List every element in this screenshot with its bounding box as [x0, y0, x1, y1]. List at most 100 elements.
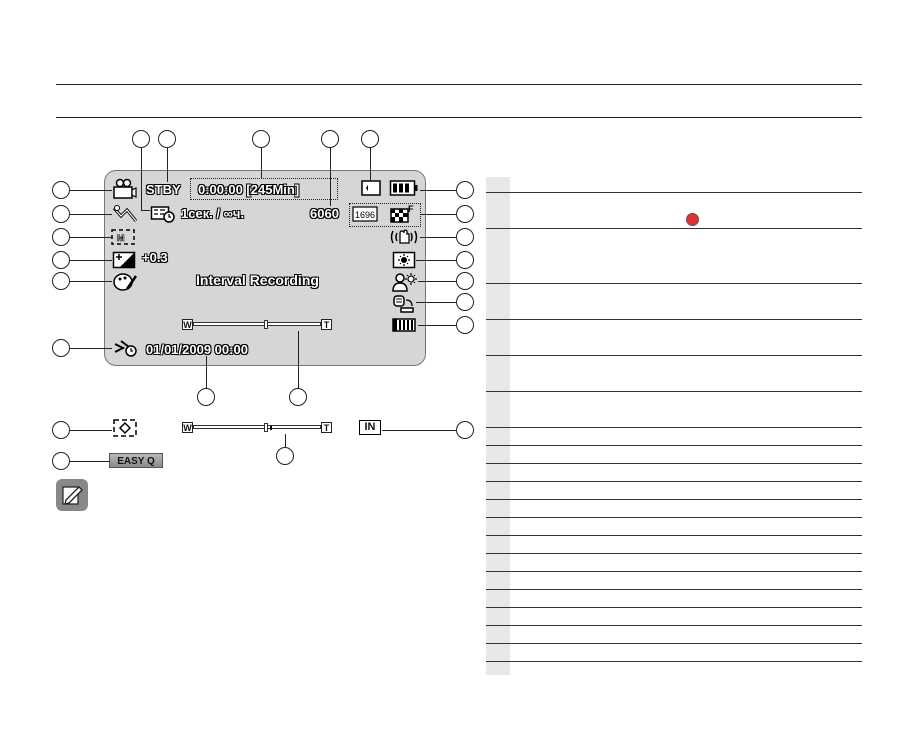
- leader-right-2: [420, 214, 456, 215]
- leader-bottom-2: [298, 331, 299, 388]
- callout-right-6: [456, 293, 474, 311]
- wind-cut-icon: [393, 295, 414, 313]
- table-row-line: [486, 481, 862, 482]
- callout-left-5: [52, 272, 70, 290]
- digital-zoom-bar: W T: [182, 422, 332, 434]
- leader-bottom-3: [285, 434, 286, 447]
- camcorder-mode-icon: [113, 178, 137, 199]
- callout-left-1: [52, 181, 70, 199]
- digital-zoom-wide-label: W: [182, 422, 193, 433]
- leader-top-1: [141, 148, 142, 210]
- leader-top-2: [167, 148, 168, 182]
- svg-text:M: M: [117, 233, 125, 243]
- header-rule-bottom: [56, 117, 862, 118]
- easy-q-badge: EASY Q: [109, 453, 163, 468]
- table-row-line: [486, 517, 862, 518]
- quality-dotted-box: [349, 203, 421, 227]
- zoom-knob: [264, 320, 268, 329]
- metering-icon: M: [111, 229, 135, 245]
- lcd-screen: [104, 170, 426, 366]
- leader-top-3: [261, 148, 262, 178]
- table-row-line: [486, 427, 862, 428]
- leader-right-8: [382, 430, 456, 431]
- backlight-icon: [392, 251, 416, 269]
- table-number-column: [486, 177, 510, 675]
- table-row-line: [486, 192, 862, 193]
- table-row-line: [486, 571, 862, 572]
- zoom-wide-label: W: [182, 319, 193, 330]
- callout-left-2: [52, 205, 70, 223]
- photo-quality-icon: F: [390, 204, 414, 223]
- table-row-line: [486, 607, 862, 608]
- leader-right-6: [416, 302, 456, 303]
- table-row-line: [486, 355, 862, 356]
- screen-zoom-bar: W T: [182, 319, 332, 331]
- table-row-line: [486, 643, 862, 644]
- leader-top-5: [370, 148, 371, 180]
- digital-zoom-tele-label: T: [321, 422, 332, 433]
- leader-top-4: [330, 148, 331, 206]
- exposure-icon: [112, 251, 136, 269]
- internal-memory-icon: IN: [359, 420, 381, 435]
- callout-left-8: [52, 452, 70, 470]
- callout-top-1: [132, 130, 150, 148]
- callout-right-8: [456, 421, 474, 439]
- callout-left-7: [52, 421, 70, 439]
- fader-icon: [392, 318, 416, 332]
- leader-left-4: [70, 260, 112, 261]
- storage-card-icon: [361, 180, 381, 196]
- svg-text:F: F: [408, 204, 414, 214]
- callout-top-4: [321, 130, 339, 148]
- leader-right-1: [420, 190, 456, 191]
- exposure-text: +0.3: [142, 250, 168, 265]
- leader-bottom-1: [206, 356, 207, 388]
- white-balance-icon: [392, 273, 417, 292]
- stabilizer-icon: [390, 229, 418, 244]
- leader-right-7: [418, 325, 456, 326]
- callout-bottom-3: [276, 447, 294, 465]
- table-row-line: [486, 391, 862, 392]
- scene-mode-icon: [112, 205, 138, 222]
- interval-rec-icon: [150, 206, 175, 223]
- callout-right-5: [456, 272, 474, 290]
- leader-left-8: [70, 461, 110, 462]
- timecode-text: 0:00:00 [245Min]: [198, 182, 300, 197]
- leader-right-4: [416, 260, 456, 261]
- callout-left-3: [52, 228, 70, 246]
- table-row-line: [486, 228, 862, 229]
- leader-left-2: [70, 214, 112, 215]
- interval-text: 1сек. / ∞ч.: [181, 206, 245, 221]
- table-row-line: [486, 553, 862, 554]
- anti-shake-mode-icon: [113, 419, 137, 437]
- table-row-line: [486, 499, 862, 500]
- leader-left-7: [70, 430, 112, 431]
- table-row-line: [486, 661, 862, 662]
- time-lapse-icon: [114, 340, 137, 357]
- leader-left-6: [70, 348, 112, 349]
- table-row-line: [486, 463, 862, 464]
- table-row-line: [486, 589, 862, 590]
- table-row-line: [486, 319, 862, 320]
- table-row-line: [486, 535, 862, 536]
- callout-top-3: [252, 130, 270, 148]
- leader-left-3: [70, 237, 112, 238]
- table-row-line: [486, 283, 862, 284]
- message-text: Interval Recording: [196, 272, 319, 288]
- callout-right-1: [456, 181, 474, 199]
- callout-bottom-1: [197, 388, 215, 406]
- table-row-line: [486, 625, 862, 626]
- svg-text:1696: 1696: [355, 210, 375, 220]
- callout-top-2: [158, 130, 176, 148]
- callout-right-2: [456, 205, 474, 223]
- leader-left-1: [70, 190, 112, 191]
- callout-top-5: [361, 130, 379, 148]
- digital-zoom-track: [193, 425, 321, 429]
- table-row-line: [486, 445, 862, 446]
- photo-resolution-icon: 1696: [352, 206, 378, 222]
- callout-bottom-2: [289, 388, 307, 406]
- note-icon: [56, 479, 88, 511]
- digital-zoom-knob: [264, 423, 268, 432]
- leader-right-5: [418, 281, 456, 282]
- photo-count-text: 6060: [310, 206, 339, 221]
- callout-right-7: [456, 316, 474, 334]
